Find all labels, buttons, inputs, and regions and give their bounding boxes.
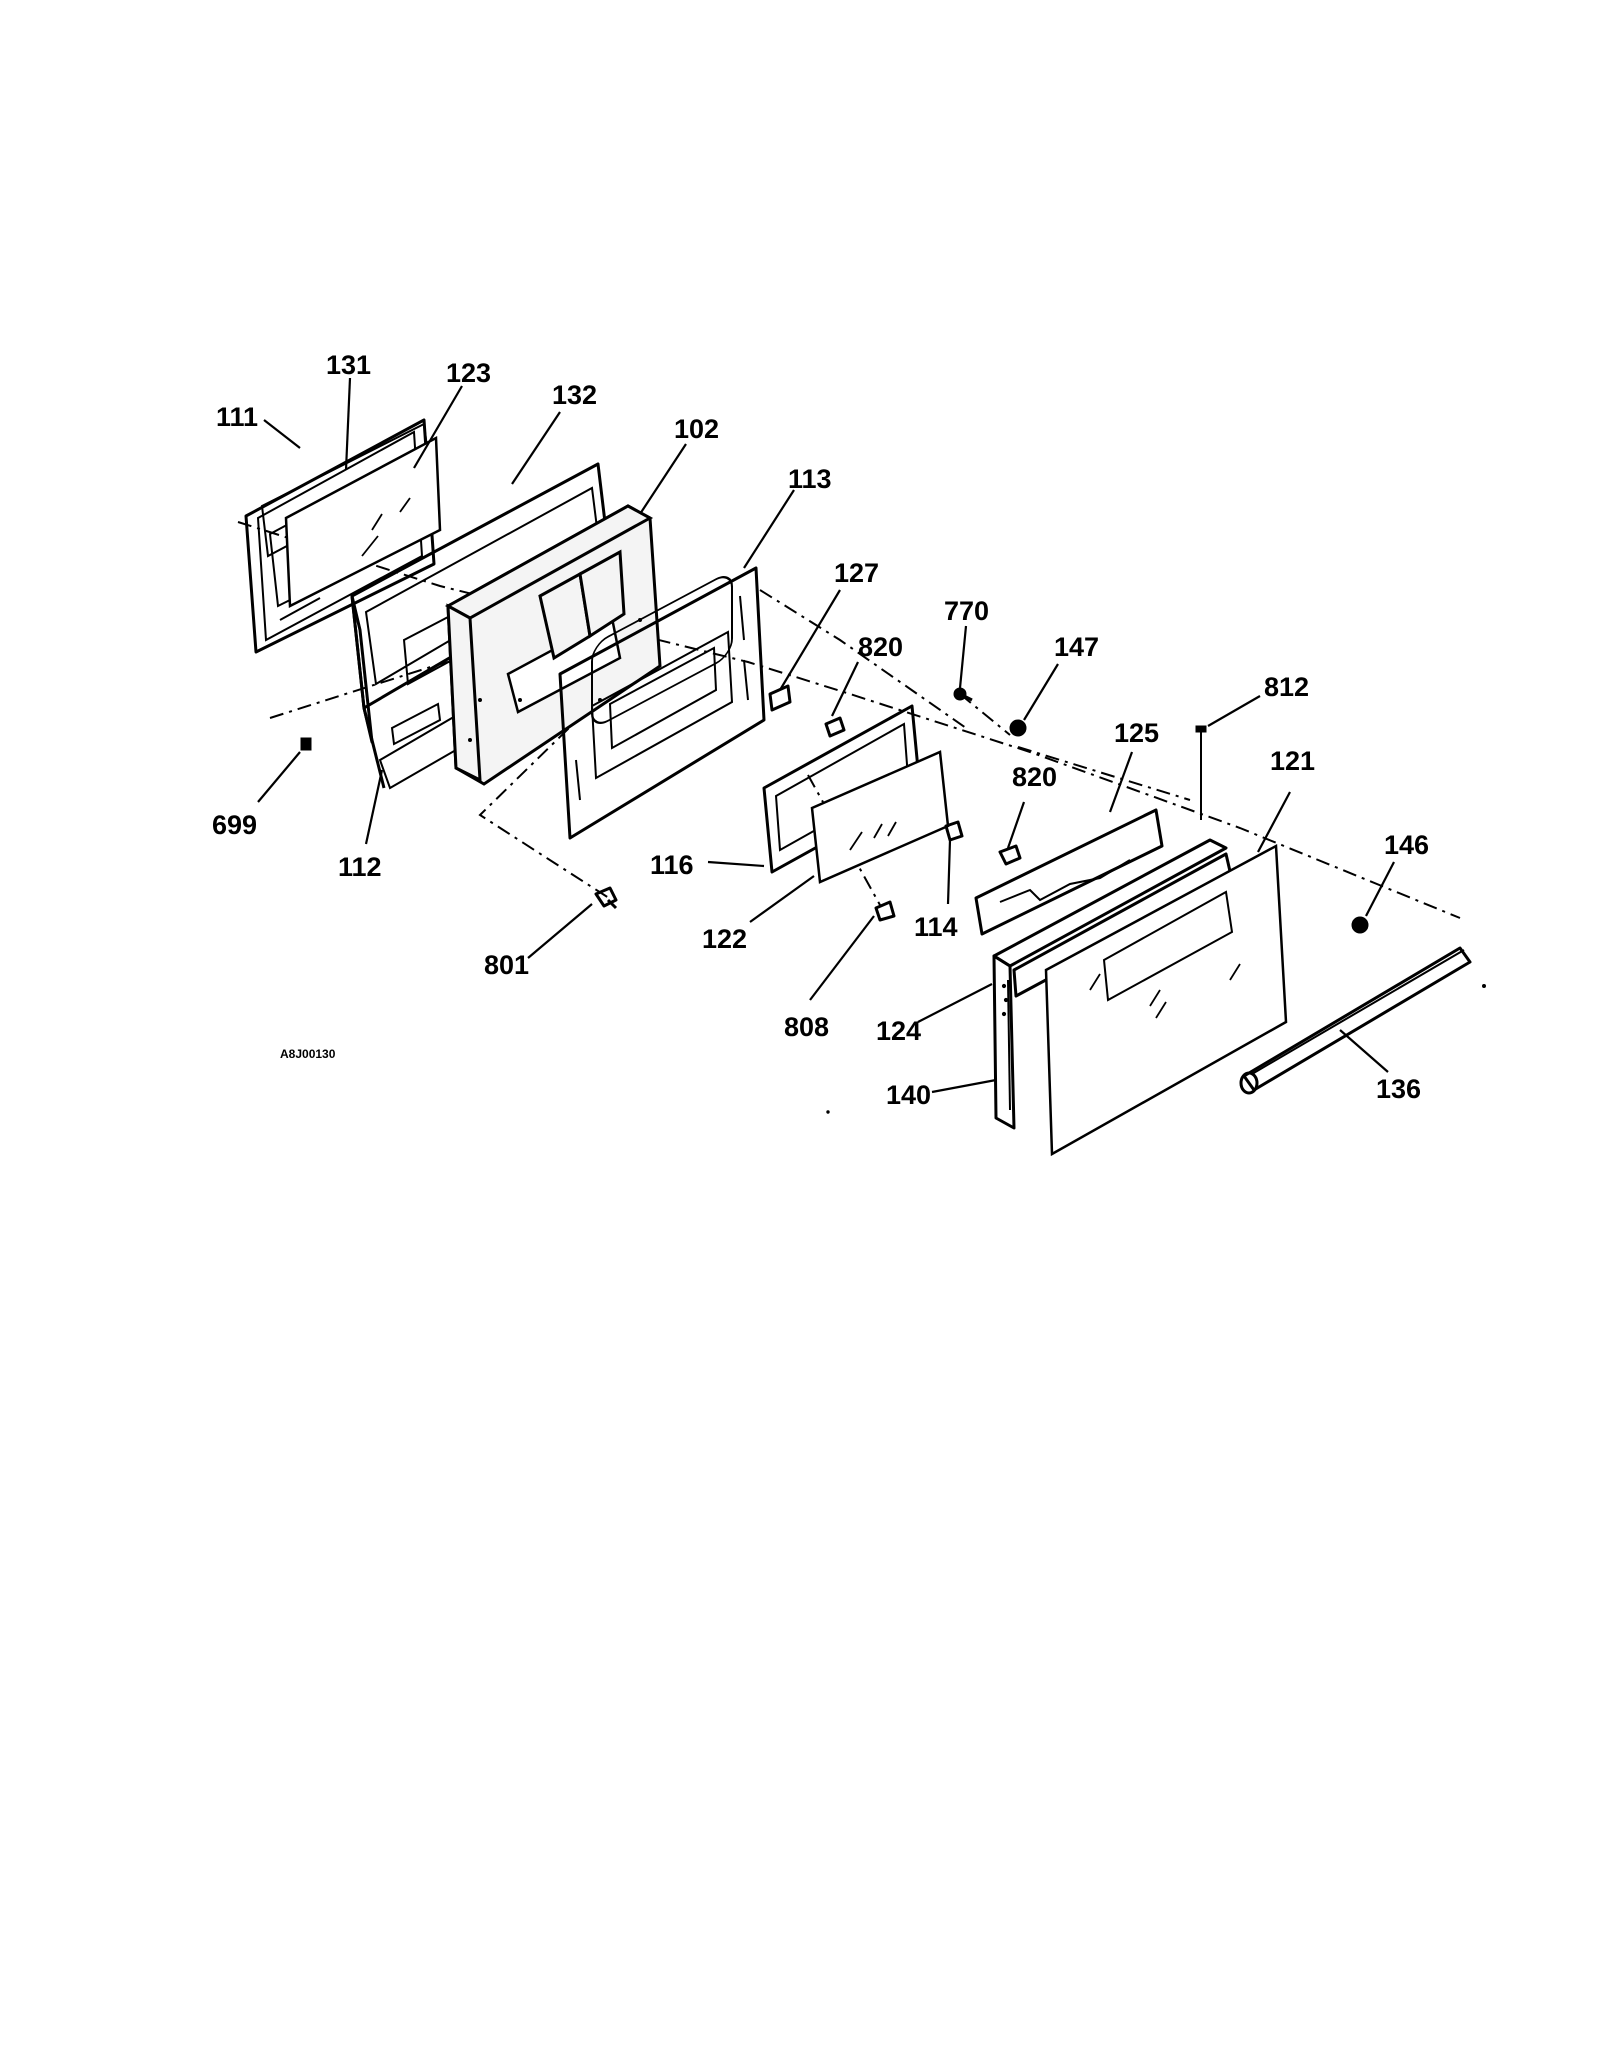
callout-112: 112 <box>338 852 382 882</box>
callout-125: 125 <box>1114 718 1159 748</box>
leader-lines <box>257 377 1395 1094</box>
part-121-outer-glass <box>1044 843 1288 1157</box>
part-125-vent-trim <box>974 808 1164 936</box>
part-147-bumper <box>1009 719 1027 737</box>
callout-136: 136 <box>1376 1074 1421 1104</box>
callout-770: 770 <box>944 596 989 626</box>
part-122-glass-pane <box>810 750 950 884</box>
fasteners <box>300 687 1369 934</box>
callout-121: 121 <box>1270 746 1315 776</box>
part-113-inner-panel <box>558 566 766 840</box>
callout-140: 140 <box>886 1080 931 1110</box>
part-114-clip <box>944 820 964 842</box>
callout-820-upper: 820 <box>858 632 903 662</box>
callout-699: 699 <box>212 810 257 840</box>
diagram-code: A8J00130 <box>280 1047 336 1061</box>
part-123-rear-glass <box>284 435 442 608</box>
callout-122: 122 <box>702 924 747 954</box>
callout-123: 123 <box>446 358 491 388</box>
part-136-handle <box>1239 946 1472 1095</box>
callout-127: 127 <box>834 558 879 588</box>
callout-801: 801 <box>484 950 529 980</box>
callout-113: 113 <box>788 464 832 494</box>
part-699-screw <box>300 737 312 751</box>
part-770-screw <box>953 687 973 702</box>
callout-labels: 111 131 123 132 102 113 127 770 147 820 … <box>212 350 1429 1110</box>
callout-147: 147 <box>1054 632 1099 662</box>
callout-114: 114 <box>914 912 958 942</box>
part-820-screw-lower <box>998 844 1022 866</box>
callout-132: 132 <box>552 380 597 410</box>
part-820-screw-upper <box>824 716 846 738</box>
callout-111: 111 <box>216 402 258 432</box>
callout-116: 116 <box>650 850 694 880</box>
callout-124: 124 <box>876 1016 921 1046</box>
callout-812: 812 <box>1264 672 1309 702</box>
part-801-screw <box>594 886 618 910</box>
callout-820-lower: 820 <box>1012 762 1057 792</box>
part-812-screw <box>1195 725 1207 820</box>
part-146-bumper <box>1351 916 1369 934</box>
part-102-insulation <box>444 504 662 786</box>
callout-102: 102 <box>674 414 719 444</box>
callout-808: 808 <box>784 1012 829 1042</box>
part-808-screw <box>874 900 896 922</box>
callout-146: 146 <box>1384 830 1429 860</box>
callout-131: 131 <box>326 350 371 380</box>
scan-specks <box>826 984 1486 1114</box>
